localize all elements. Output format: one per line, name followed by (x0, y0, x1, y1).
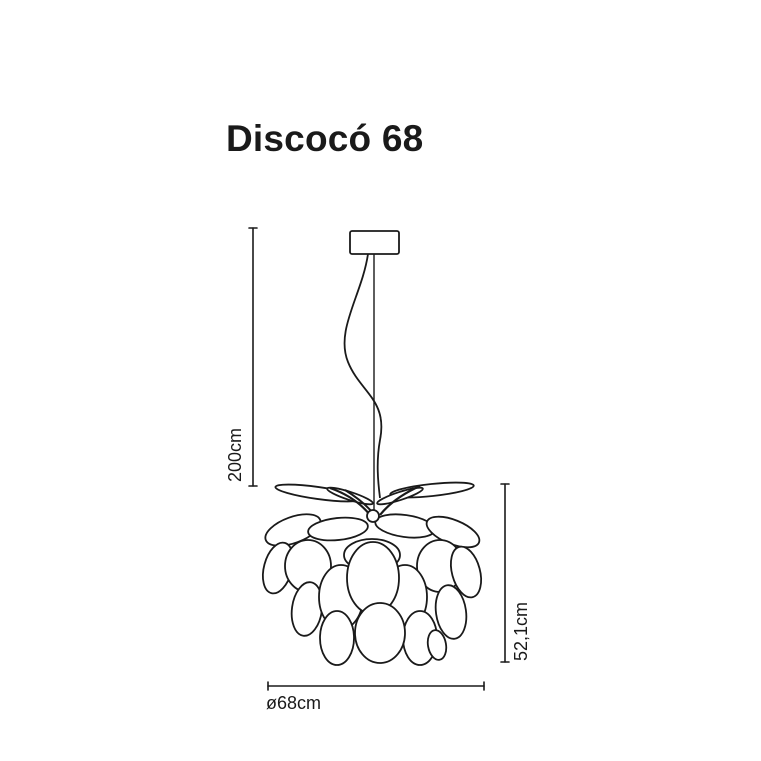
disc (354, 602, 406, 664)
diameter-label: ø68cm (266, 693, 322, 713)
disc (319, 610, 355, 666)
total-height-dimension-line (248, 227, 258, 487)
suspension-cable (343, 253, 383, 520)
disc (449, 545, 483, 599)
lamp-shade (261, 481, 483, 666)
lamp-height-dimension-line (500, 483, 510, 663)
lamp-height-label: 52,1cm (511, 601, 531, 661)
center-cap (366, 509, 380, 523)
product-title: Discocó 68 (226, 118, 424, 159)
ceiling-canopy (349, 230, 400, 255)
disc (426, 629, 448, 661)
total-height-label: 200cm (225, 427, 245, 482)
diameter-dimension-line (267, 681, 485, 691)
disc (307, 516, 369, 542)
disc (434, 584, 468, 640)
disc-stem (379, 484, 421, 516)
